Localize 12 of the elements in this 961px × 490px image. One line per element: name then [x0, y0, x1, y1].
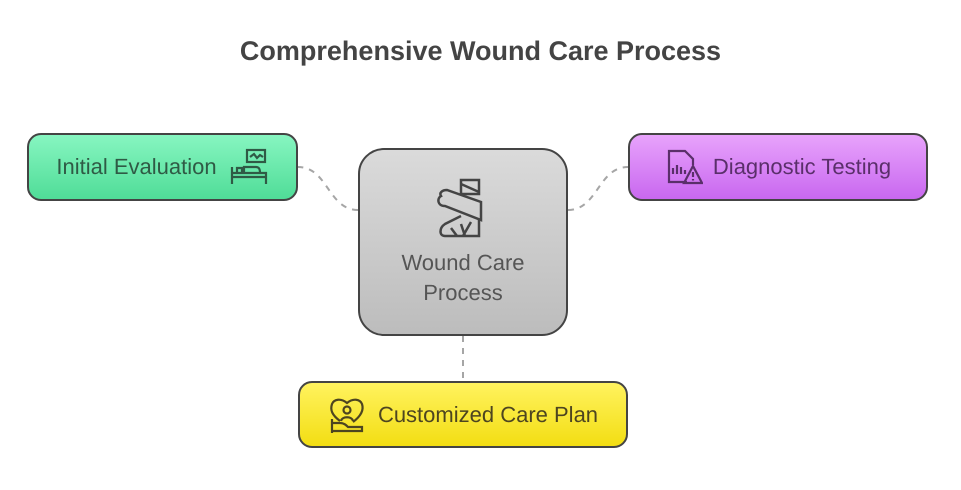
node-label: Customized Care Plan: [378, 400, 598, 429]
node-label: Initial Evaluation: [56, 153, 217, 182]
diagram-title: Comprehensive Wound Care Process: [240, 36, 722, 67]
process-box: [628, 133, 928, 201]
node-label: Wound Care Process: [400, 249, 526, 307]
dashed-connector: [462, 336, 464, 381]
process-box: [27, 133, 298, 201]
node-label: Diagnostic Testing: [712, 153, 892, 182]
process-box: [298, 381, 628, 448]
dashed-connector: [298, 166, 358, 211]
dashed-connector: [568, 166, 628, 211]
central-box: [358, 148, 568, 336]
